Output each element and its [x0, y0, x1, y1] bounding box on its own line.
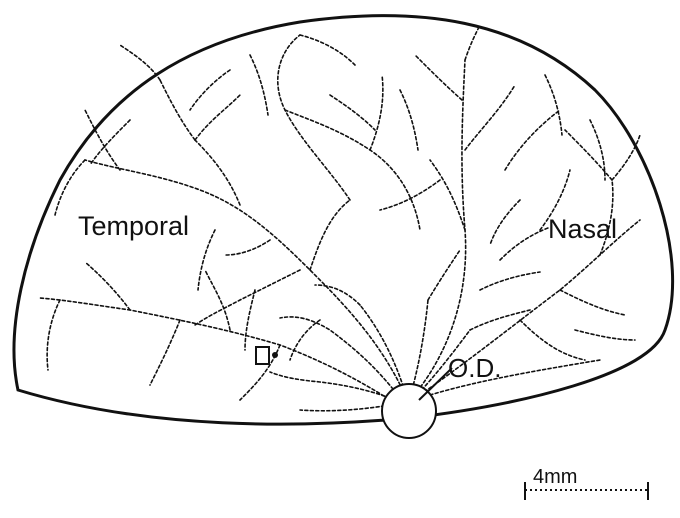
square-marker [256, 347, 269, 364]
scale-bar-label: 4mm [533, 467, 577, 487]
dot-marker [272, 352, 278, 358]
optic-disc-label: O.D. [448, 355, 501, 381]
nasal-label: Nasal [548, 216, 617, 243]
temporal-label: Temporal [78, 213, 189, 240]
